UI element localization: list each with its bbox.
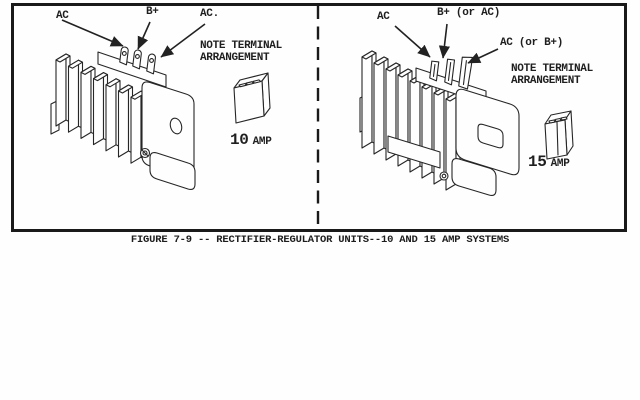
amp-unit-15: AMP <box>550 158 570 170</box>
terminal-lug-ac-left <box>119 46 129 66</box>
figure-artwork <box>50 6 574 229</box>
terminal-connector-10amp-drawing <box>233 72 271 124</box>
terminal-label-bplus-left: B+ <box>146 6 159 18</box>
note-line2-right: ARRANGEMENT <box>511 74 581 87</box>
amp-rating-15: 15 AMP <box>528 153 570 171</box>
terminal-label-ac-right: AC <box>377 11 390 23</box>
leader-arrow-bplus-left <box>137 21 151 50</box>
terminal-lug-bplus-right <box>444 58 456 86</box>
terminal-lug-ac2-left <box>146 53 156 75</box>
note-terminal-arrangement-right: NOTE TERMINAL ARRANGEMENT <box>511 63 593 87</box>
leader-arrow-bplus-right <box>438 23 450 59</box>
leader-arrow-ac2-left <box>160 23 206 58</box>
figure-border-box: AC B+ AC. NOTE TERMINAL ARRANGEMENT 10 A… <box>11 3 627 232</box>
terminal-label-bplus-right: B+ (or AC) <box>437 7 501 19</box>
terminal-lug-ac-right <box>429 60 440 82</box>
leader-arrow-ac-right <box>394 25 431 58</box>
note-terminal-arrangement-left: NOTE TERMINAL ARRANGEMENT <box>200 40 282 64</box>
leader-arrow-ac2-right <box>467 48 499 64</box>
amp-rating-10: 10 AMP <box>230 131 272 149</box>
amp-value-15: 15 <box>528 153 547 171</box>
figure-caption: FIGURE 7-9 -- RECTIFIER-REGULATOR UNITS-… <box>130 234 510 246</box>
rectifier-unit-10amp-drawing <box>50 46 196 190</box>
terminal-lug-bplus-left <box>132 49 142 70</box>
note-line1-left: NOTE TERMINAL <box>200 40 282 52</box>
note-line1-right: NOTE TERMINAL <box>511 63 593 75</box>
terminal-label-ac-left: AC <box>56 10 69 22</box>
terminal-label-ac2-right: AC (or B+) <box>500 37 564 49</box>
terminal-label-ac2-left: AC. <box>200 8 219 20</box>
leader-arrow-ac-left <box>61 19 124 47</box>
rectifier-unit-15amp-drawing <box>359 50 520 196</box>
amp-unit-10: AMP <box>252 136 272 148</box>
amp-value-10: 10 <box>230 131 249 149</box>
note-line2-left: ARRANGEMENT <box>200 51 270 64</box>
terminal-connector-15amp-drawing <box>544 110 574 160</box>
